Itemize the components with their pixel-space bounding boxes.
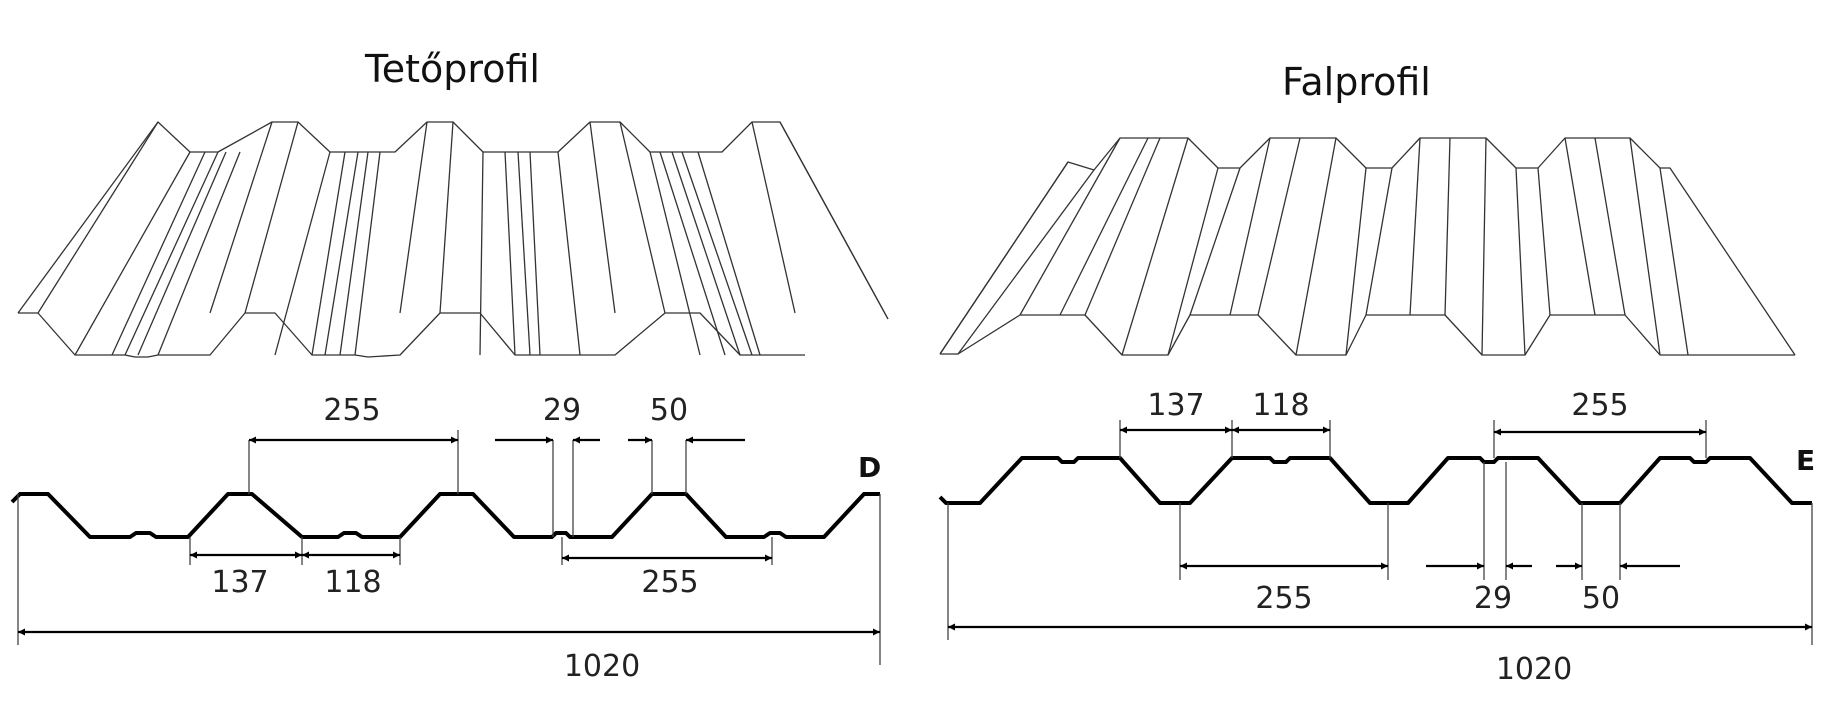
roof-profile-drawing-icon [17, 121, 889, 358]
roof-dim-rib-top: 50 [650, 393, 688, 428]
roof-dim-pitch-bottom: 255 [641, 565, 698, 600]
roof-dim-total: 1020 [564, 649, 640, 684]
roof-cross-section: 255 29 50 137 118 255 1020 D [10, 393, 881, 684]
wall-dim-bottom-flat: 29 [1474, 581, 1512, 616]
wall-dim-total: 1020 [1496, 652, 1572, 687]
wall-profile-drawing-icon [939, 137, 1796, 356]
wall-dim-rib-top: 50 [1582, 581, 1620, 616]
roof-profile-letter: D [858, 451, 881, 484]
wall-dim-pitch-bottom: 255 [1255, 581, 1312, 616]
wall-dim-pan: 118 [1252, 388, 1309, 423]
roof-profile-title: Tetőprofil [365, 47, 540, 91]
wall-profile-letter: E [1796, 444, 1815, 477]
wall-profile-title: Falprofil [1282, 60, 1431, 104]
roof-dim-pitch-top: 255 [323, 393, 380, 428]
roof-dim-top-flat: 29 [543, 393, 581, 428]
wall-cross-section: 137 118 255 255 29 50 1020 E [938, 388, 1815, 687]
roof-dim-rib-bottom: 137 [211, 565, 268, 600]
wall-dim-pitch-top: 255 [1571, 388, 1628, 423]
roof-dim-pan: 118 [324, 565, 381, 600]
wall-dim-rib-bottom: 137 [1147, 388, 1204, 423]
